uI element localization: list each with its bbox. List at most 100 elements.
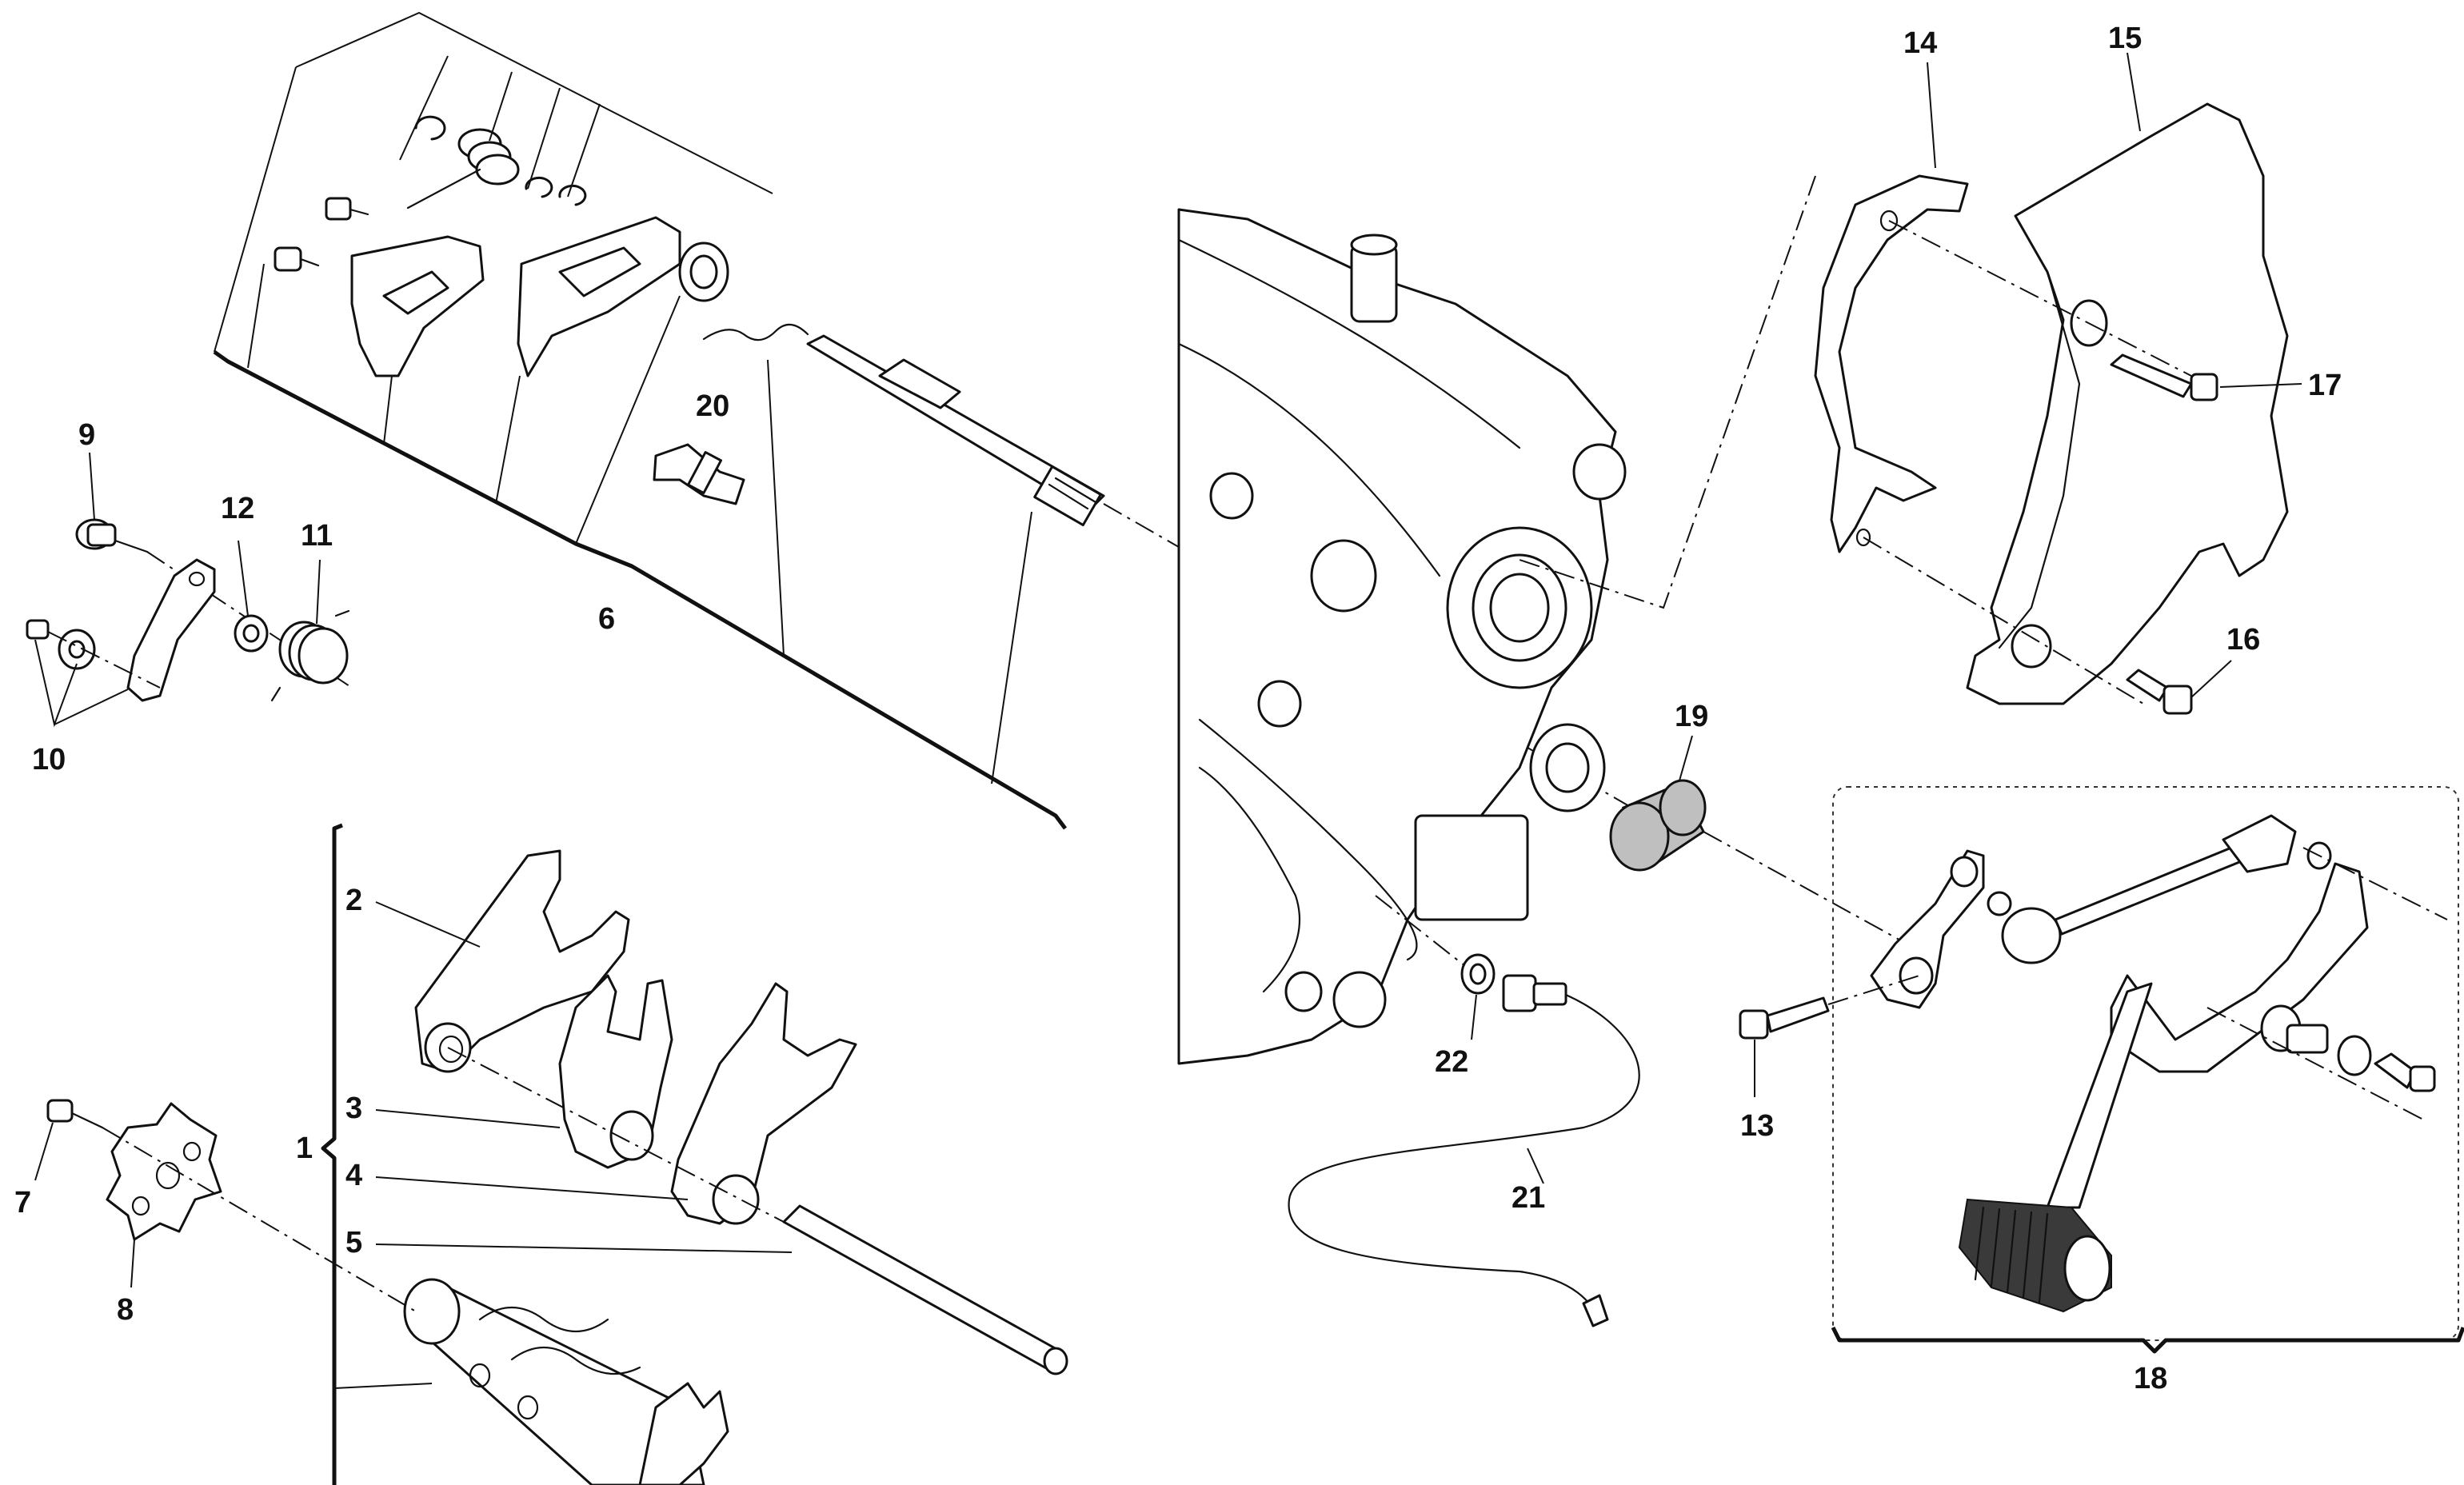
leader-3 [375, 1109, 561, 1128]
axis-cover-upper [1888, 220, 2192, 377]
callout-14: 14 [1903, 26, 1937, 60]
part-4-shift-fork [670, 982, 857, 1225]
callout-15: 15 [2108, 22, 2142, 55]
leader-19 [1679, 735, 1693, 781]
crankcase-half [1177, 208, 1627, 1065]
axis-forks [447, 1047, 785, 1223]
leader-2 [375, 901, 481, 948]
leader-6-i [767, 359, 785, 657]
spring-top [406, 128, 520, 210]
lever-pivot-pin [2286, 1024, 2329, 1054]
fork-3-boss [609, 1110, 654, 1161]
leader-21 [1527, 1148, 1544, 1184]
part-21-sensor-cable [1288, 993, 1640, 1321]
axis-13 [1827, 975, 1920, 1005]
detent-lever-assembly: 9 12 11 10 [26, 418, 353, 776]
callout-12: 12 [221, 492, 254, 525]
leader-6-j [991, 511, 1032, 784]
group-6-bracket [213, 349, 1067, 830]
part-20-fitting: 20 [653, 389, 745, 505]
gear-sensor-assembly: 22 21 [1288, 895, 1640, 1327]
sensor-cable-connector [1582, 1294, 1609, 1327]
part-8-star-plate [106, 1102, 222, 1241]
callout-16: 16 [2226, 623, 2260, 657]
selector-plate-right [517, 216, 681, 377]
leader-16 [2190, 660, 2232, 698]
drum-star-plate [638, 1382, 729, 1485]
part-16-bolt: 16 [2126, 623, 2260, 715]
leader-9 [89, 452, 95, 521]
callout-18: 18 [2134, 1362, 2167, 1395]
callout-1: 1 [296, 1132, 313, 1165]
leader-12 [238, 540, 249, 617]
leader-8 [130, 1239, 135, 1288]
callout-19: 19 [1675, 700, 1708, 733]
shaft-washer-hole [689, 254, 718, 289]
leader-22 [1471, 994, 1477, 1040]
callout-4: 4 [345, 1159, 362, 1192]
callout-5: 5 [345, 1226, 362, 1259]
callout-17: 17 [2308, 369, 2342, 402]
selector-screw-upper [325, 197, 369, 221]
pivot-bolt [2374, 1052, 2436, 1092]
callout-9: 9 [78, 418, 95, 452]
callout-10: 10 [32, 743, 66, 776]
leader-6-b [489, 71, 513, 142]
leader-6-d [567, 103, 601, 198]
leader-14 [1927, 62, 1936, 169]
gear-lever-assembly: 18 [1831, 786, 2464, 1395]
leader-6-e [247, 263, 265, 369]
detent-lever-hole [188, 571, 206, 587]
axis-pivot [2206, 1007, 2424, 1120]
group-18-bracket [1831, 1326, 2464, 1354]
shift-fork-assembly: 1 2 3 4 5 [14, 823, 1068, 1485]
part-5-fork-shaft [782, 1204, 1068, 1375]
group-6-outline [295, 11, 773, 194]
part-19-bushing: 19 [1609, 700, 1936, 960]
leader-5 [375, 1243, 793, 1253]
part-7-screw [46, 1099, 104, 1129]
crankcase-sensor-pad [1414, 814, 1529, 921]
circlip-pair [525, 176, 587, 206]
callout-21: 21 [1512, 1181, 1545, 1215]
gear-lever-shank [2046, 982, 2153, 1209]
part-detent-lever [126, 558, 216, 702]
leader-6-c [527, 87, 561, 190]
leader-17 [2219, 383, 2302, 388]
part-17-bolt: 17 [2110, 353, 2342, 402]
leader-6-g [495, 375, 521, 505]
linkage-rod [1987, 814, 2332, 964]
leader-11 [316, 559, 321, 625]
shift-drum [403, 1278, 729, 1485]
leader-drum [333, 1383, 433, 1389]
leader-6-a [399, 55, 449, 161]
part-13-bolt: 13 [1739, 975, 1920, 1143]
return-spring [702, 323, 809, 341]
group-18-frame [1832, 786, 2459, 1341]
callout-6: 6 [598, 602, 615, 636]
leader-15 [2127, 52, 2141, 132]
leader-4 [375, 1176, 689, 1200]
fork-2-bore [438, 1035, 464, 1064]
callout-20: 20 [696, 389, 729, 423]
callout-11: 11 [301, 519, 333, 553]
callout-22: 22 [1435, 1045, 1468, 1079]
part-12-washer [234, 614, 269, 653]
cover-hole-lower [2011, 624, 2052, 669]
callout-2: 2 [345, 884, 362, 917]
callout-13: 13 [1740, 1109, 1774, 1143]
axis-14-to-case [1519, 175, 1816, 609]
part-11-spring [270, 609, 350, 702]
group-1-bracket [321, 823, 343, 1485]
axis-linkage [2302, 847, 2448, 920]
callout-7: 7 [14, 1186, 31, 1220]
callout-3: 3 [345, 1092, 362, 1125]
circlip-top-left [414, 115, 446, 141]
part-14-bracket: 14 [1519, 26, 1969, 609]
selector-plate-left [350, 235, 485, 377]
gear-position-sensor [1502, 974, 1567, 1012]
axis-drum [102, 1127, 417, 1312]
axis-cover-lower [1863, 537, 2144, 705]
axis-19-to-lever [1703, 831, 1936, 960]
